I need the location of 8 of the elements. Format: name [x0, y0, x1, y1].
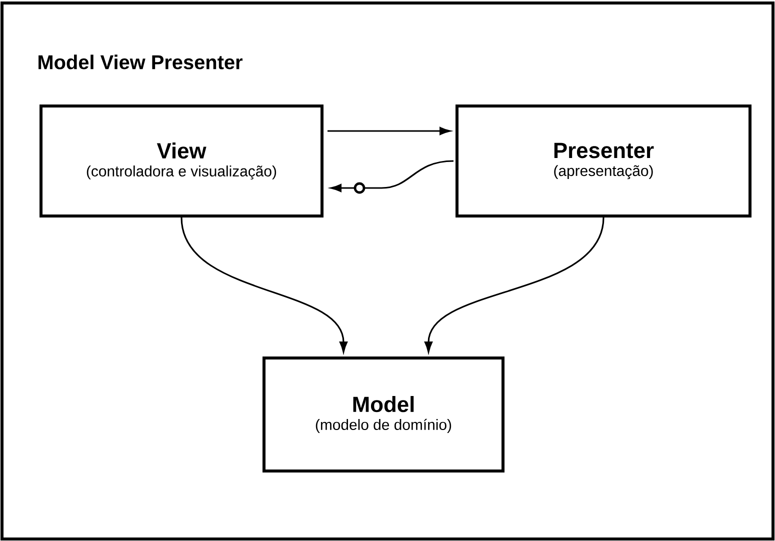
arrow [424, 217, 604, 352]
component-box: Model (modelo de domínio) [262, 356, 504, 472]
component-box: View (controladora e visualização) [40, 104, 324, 218]
arrow [180, 217, 348, 352]
arrow [330, 160, 454, 194]
component-box: Presenter (apresentação) [456, 104, 752, 218]
title: Model View Presenter [38, 54, 242, 70]
arrow [328, 127, 450, 135]
